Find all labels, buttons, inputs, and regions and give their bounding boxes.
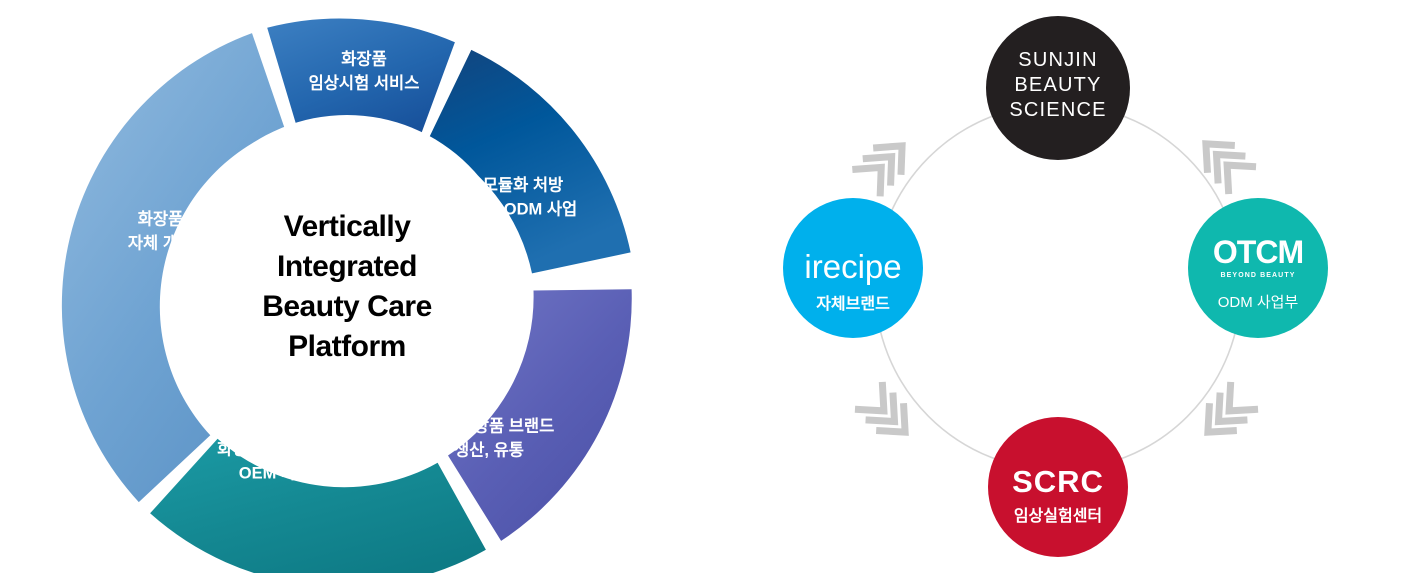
group-structure-diagram: SUNJIN BEAUTY SCIENCE OTCM BEYOND BEAUTY… [760, 0, 1380, 573]
sunjin-word-1: SUNJIN [1018, 49, 1097, 71]
wedge-clinical-line1: 화장품 [341, 49, 387, 68]
otcm-tagline: BEYOND BEAUTY [1221, 272, 1296, 279]
node-scrc[interactable]: SCRC 임상실험센터 [988, 417, 1128, 557]
arrow-upper-left-icon [852, 142, 906, 197]
platform-center-hub: Vertically Integrated Beauty Care Platfo… [175, 115, 519, 459]
wedge-brand-line1: 완제 화장품 브랜드 [424, 416, 555, 435]
node-sunjin-circle[interactable] [986, 16, 1130, 160]
sunjin-word-2: BEAUTY [1014, 74, 1101, 96]
wedge-finished-brand[interactable]: 완제 화장품 브랜드 생산, 유통 [424, 289, 632, 541]
wedge-clinical-line2: 임상시험 서비스 [309, 72, 420, 92]
center-title-line-3: Beauty Care [262, 290, 432, 323]
node-scrc-circle[interactable] [988, 417, 1128, 557]
vertically-integrated-platform-diagram: 화장품 임상시험 서비스 모듈화 처방 기반 ODM 사업 완제 화장품 브랜드… [30, 0, 680, 573]
arrow-upper-right-icon [1202, 140, 1257, 195]
arrow-lower-left-icon [854, 381, 909, 436]
wedge-brand-line2: 생산, 유통 [454, 440, 524, 459]
otcm-sublabel: ODM 사업부 [1218, 294, 1299, 311]
node-irecipe[interactable]: irecipe 자체브랜드 [783, 198, 923, 338]
scrc-sublabel: 임상실험센터 [1014, 506, 1102, 525]
center-title-line-4: Platform [288, 330, 406, 363]
node-irecipe-circle[interactable] [783, 198, 923, 338]
wedge-oem-line2: OEM 사업 [239, 463, 312, 482]
irecipe-brandmark: irecipe [804, 248, 901, 285]
node-otcm[interactable]: OTCM BEYOND BEAUTY ODM 사업부 [1188, 198, 1328, 338]
scrc-brandmark: SCRC [1012, 464, 1104, 499]
arrow-lower-right-icon [1204, 381, 1259, 436]
irecipe-sublabel: 자체브랜드 [816, 295, 890, 313]
sunjin-word-3: SCIENCE [1009, 99, 1106, 121]
node-sunjin[interactable]: SUNJIN BEAUTY SCIENCE [986, 16, 1130, 160]
wedge-odm-line1: 모듈화 처방 [483, 175, 563, 194]
node-otcm-circle[interactable] [1188, 198, 1328, 338]
center-title-line-1: Vertically [284, 210, 412, 243]
center-title-line-2: Integrated [277, 250, 417, 283]
otcm-brandmark: OTCM [1213, 234, 1303, 270]
wedge-clinical-trial-service[interactable]: 화장품 임상시험 서비스 [267, 18, 455, 137]
wedge-formulation-oem[interactable]: 화장품 처방 개발 OEM 사업 [150, 438, 486, 573]
